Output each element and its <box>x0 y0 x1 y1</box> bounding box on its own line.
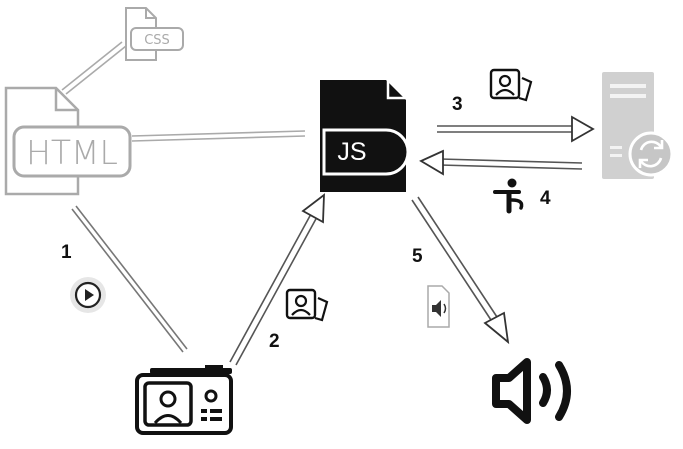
js-file-icon: JS <box>320 80 410 192</box>
html-file-label: HTML <box>26 133 118 172</box>
arrow-js-to-speaker <box>411 196 510 345</box>
step-number-5: 5 <box>412 246 423 267</box>
step-number-3: 3 <box>452 94 463 115</box>
person-stretch-icon <box>493 178 524 214</box>
arrow-server-to-js <box>419 149 583 176</box>
audio-file-icon <box>427 285 450 328</box>
photo-card-icon-step2 <box>285 288 329 322</box>
speaker-icon <box>492 358 571 424</box>
html-file-icon: HTML <box>4 86 132 196</box>
server-icon <box>602 72 674 179</box>
arrow-camera-to-js <box>229 193 325 366</box>
connector-html-js <box>131 130 306 142</box>
camera-icon <box>135 365 233 435</box>
connector-css-html <box>61 41 127 95</box>
sync-icon <box>638 140 664 168</box>
css-file-icon: CSS <box>125 7 184 61</box>
step-number-1: 1 <box>61 242 72 263</box>
photo-card-icon-step3 <box>489 68 533 102</box>
arrow-js-to-server <box>437 115 595 143</box>
connector-html-camera <box>71 205 188 353</box>
play-button-icon <box>70 277 106 313</box>
step-number-2: 2 <box>269 331 280 352</box>
step-number-4: 4 <box>540 188 551 209</box>
css-file-label: CSS <box>144 33 170 48</box>
js-file-label: JS <box>337 138 366 166</box>
